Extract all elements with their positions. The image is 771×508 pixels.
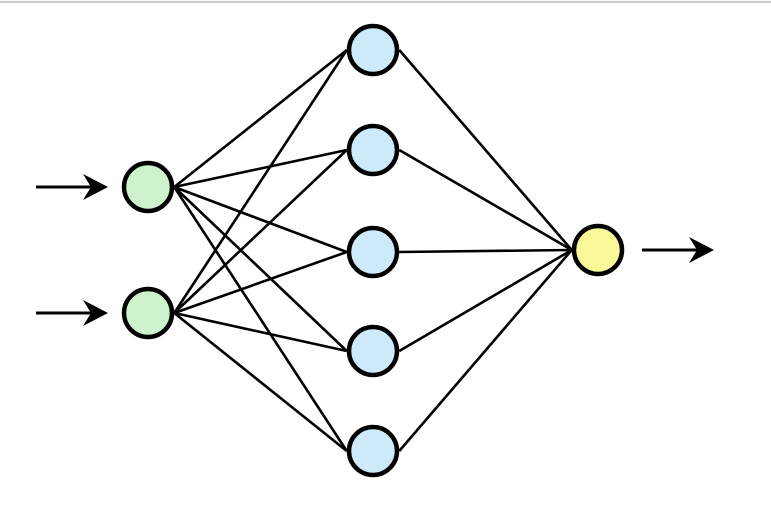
edge-i1-h5 [173,186,348,452]
edge-i1-h3 [173,185,348,254]
edge-h5-o1 [398,249,573,452]
input-arrow-2-head-icon [83,300,108,326]
hidden-node-4 [346,324,400,378]
hidden-node-3 [346,225,400,279]
edge-i1-h1 [173,48,348,189]
hidden-node-2 [346,123,400,177]
top-border-line [0,1,771,3]
input-arrow-2 [36,300,108,326]
edge-h3-o1 [399,248,572,254]
edge-i2-h1 [173,49,348,314]
output-arrow [642,237,714,263]
edge-h1-o1 [398,49,573,251]
output-arrow-head-icon [689,237,714,263]
hidden-node-5 [346,424,400,478]
edge-i1-h4 [173,186,348,352]
edge-i2-h3 [173,250,348,315]
edge-h2-o1 [398,148,573,252]
input-node-2 [121,286,175,340]
edge-i2-h4 [173,311,348,353]
input-node-1 [121,160,175,214]
edge-i2-h5 [173,311,348,453]
edge-h4-o1 [398,248,573,353]
input-arrow-1-head-icon [83,174,108,200]
input-arrow-1 [36,174,108,200]
edge-i2-h2 [173,149,348,314]
output-node-1 [571,223,625,277]
hidden-node-1 [346,23,400,77]
edge-i1-h2 [173,148,348,189]
